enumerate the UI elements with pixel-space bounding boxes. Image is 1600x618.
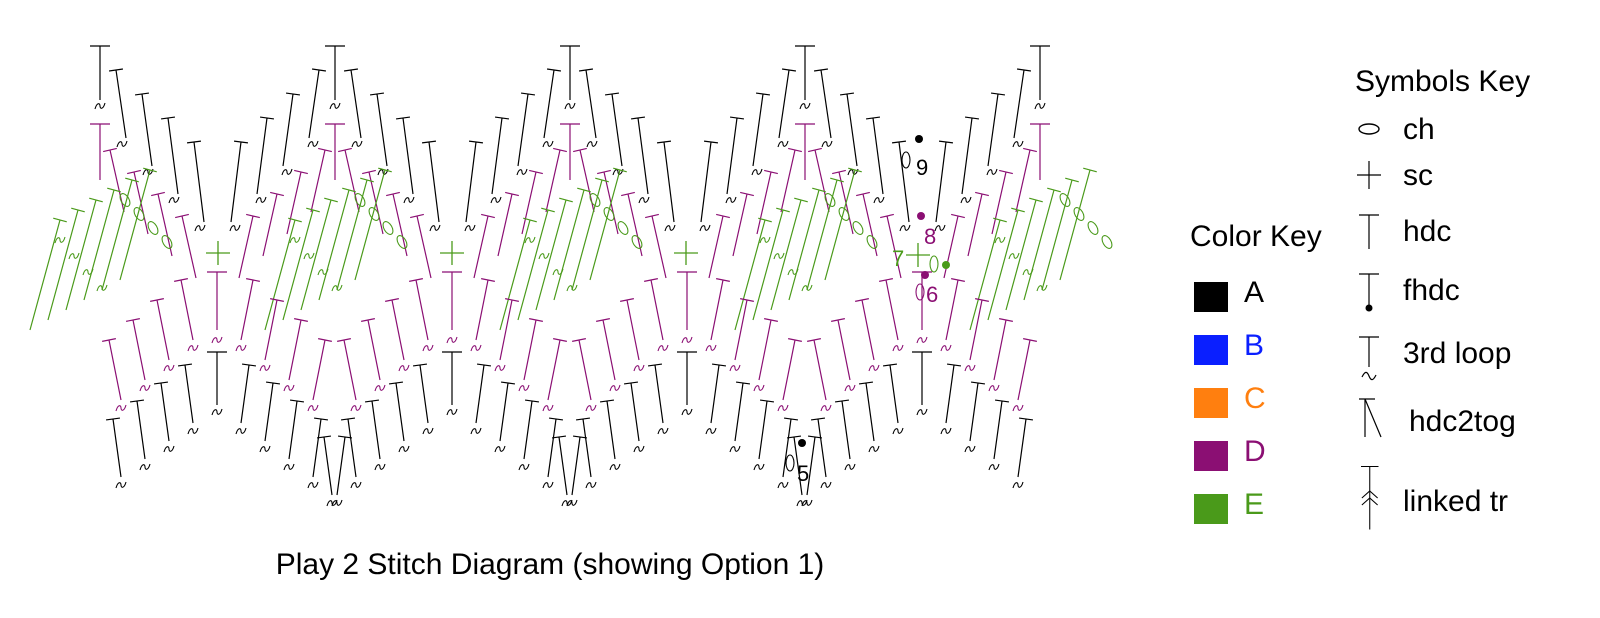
row-number-8: 8 [924, 224, 936, 249]
symbol-label-3rd-loop: 3rd loop [1403, 337, 1512, 370]
diagram-top-band [90, 45, 1050, 232]
row-number-9: 9 [916, 155, 928, 180]
color-key-item-c: C [1194, 382, 1314, 422]
diagram-single-crochets [206, 241, 930, 267]
symbols-key: Symbols Key ch sc hdc fhdc 3rd loop hdc2… [1355, 65, 1595, 530]
symbol-label-ch: ch [1403, 113, 1435, 146]
symbol-row-linked-tr: linked tr [1355, 463, 1585, 530]
symbol-row-sc: sc [1355, 155, 1585, 205]
color-swatch-a [1194, 282, 1228, 312]
symbol-label-sc: sc [1403, 159, 1433, 192]
third-loop-icon [1359, 336, 1379, 381]
symbol-label-hdc2tog: hdc2tog [1409, 405, 1516, 438]
color-swatch-b [1194, 335, 1228, 365]
hdc2tog-icon [1359, 398, 1382, 438]
symbol-row-ch: ch [1355, 109, 1585, 159]
row-number-5: 5 [797, 461, 809, 486]
stitch-diagram-canvas: 9 876 5 [29, 45, 1113, 507]
symbol-row-fhdc: fhdc [1355, 270, 1585, 320]
row-number-7: 7 [892, 246, 904, 271]
color-label-a: A [1244, 276, 1265, 309]
linked-treble-icon [1361, 465, 1379, 530]
diagram-green-diamonds [29, 167, 1113, 331]
color-key: Color Key A B C D E [1190, 220, 1350, 524]
diagram-bottom-band [105, 351, 1034, 507]
color-key-item-b: B [1194, 329, 1314, 369]
symbols-key-title: Symbols Key [1355, 65, 1531, 98]
color-key-item-a: A [1194, 276, 1314, 316]
color-label-d: D [1244, 435, 1266, 468]
color-key-item-e: E [1194, 488, 1314, 528]
diagram-row-markers: 9 876 5 [785, 135, 950, 486]
color-label-e: E [1244, 488, 1265, 521]
foundation-hdc-icon [1359, 273, 1379, 312]
symbol-row-hdc: hdc [1355, 211, 1585, 261]
color-swatch-c [1194, 388, 1228, 418]
symbol-label-fhdc: fhdc [1403, 274, 1460, 307]
color-swatch-d [1194, 441, 1228, 471]
half-double-crochet-icon [1359, 214, 1379, 249]
symbol-label-linked-tr: linked tr [1403, 485, 1509, 518]
diagram-purple-upper-band [90, 123, 1050, 279]
row-number-6: 6 [926, 282, 938, 307]
diagram-purple-lower-band [102, 271, 1037, 412]
symbol-row-3rd-loop: 3rd loop [1355, 333, 1585, 383]
color-key-title: Color Key [1190, 220, 1322, 253]
chain-icon [1358, 123, 1380, 135]
single-crochet-icon [1357, 161, 1381, 189]
color-key-item-d: D [1194, 435, 1314, 475]
symbol-label-hdc: hdc [1403, 215, 1452, 248]
diagram-caption: Play 2 Stitch Diagram (showing Option 1) [275, 548, 825, 581]
color-label-c: C [1244, 382, 1266, 415]
color-swatch-e [1194, 494, 1228, 524]
color-label-b: B [1244, 329, 1265, 362]
symbol-row-hdc2tog: hdc2tog [1355, 395, 1585, 445]
